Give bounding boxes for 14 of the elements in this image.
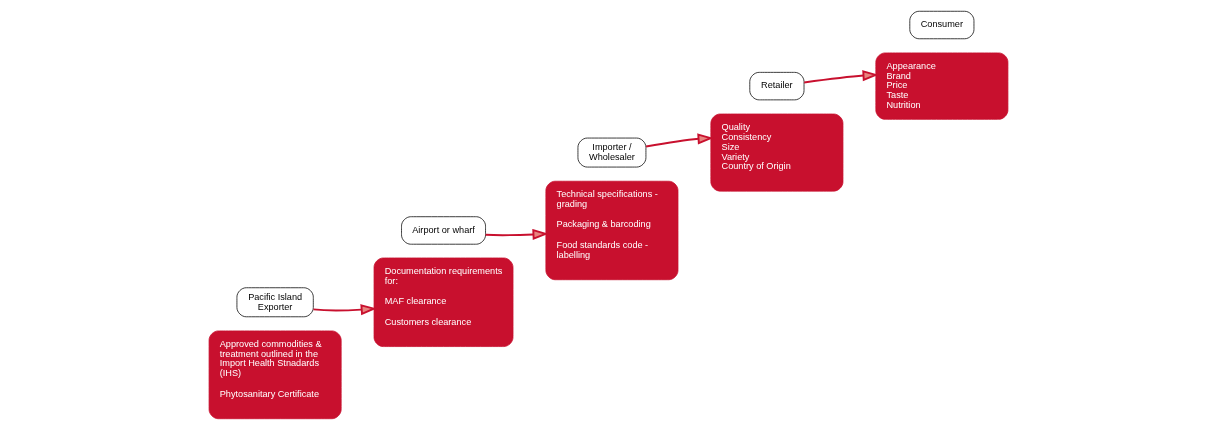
node-box: Appearance Brand Price Taste Nutrition [874, 52, 1008, 120]
arrow [644, 133, 714, 148]
arrow [802, 70, 879, 84]
node-box: Documentation requirements for: MAF clearance Customers clearance [373, 257, 513, 347]
arrow [484, 228, 549, 241]
node-box: Airport or wharf [400, 216, 486, 245]
node-box: Quality Consistency Size Variety Country of Origin [709, 113, 843, 192]
node-box: Importer / Wholesaler [577, 137, 646, 168]
arrow [311, 304, 377, 316]
node-box: Retailer [748, 72, 804, 101]
node-box: Consumer [908, 10, 974, 40]
node-box: Approved commodities & treatment outlined in the Import Health Stnadards (IHS) Phytosanitary Certificate [208, 330, 342, 420]
node-box: Pacific Island Exporter [236, 287, 314, 318]
node-box: Technical specifications - grading Packaging & barcoding Food standards code - labelling [545, 180, 678, 281]
